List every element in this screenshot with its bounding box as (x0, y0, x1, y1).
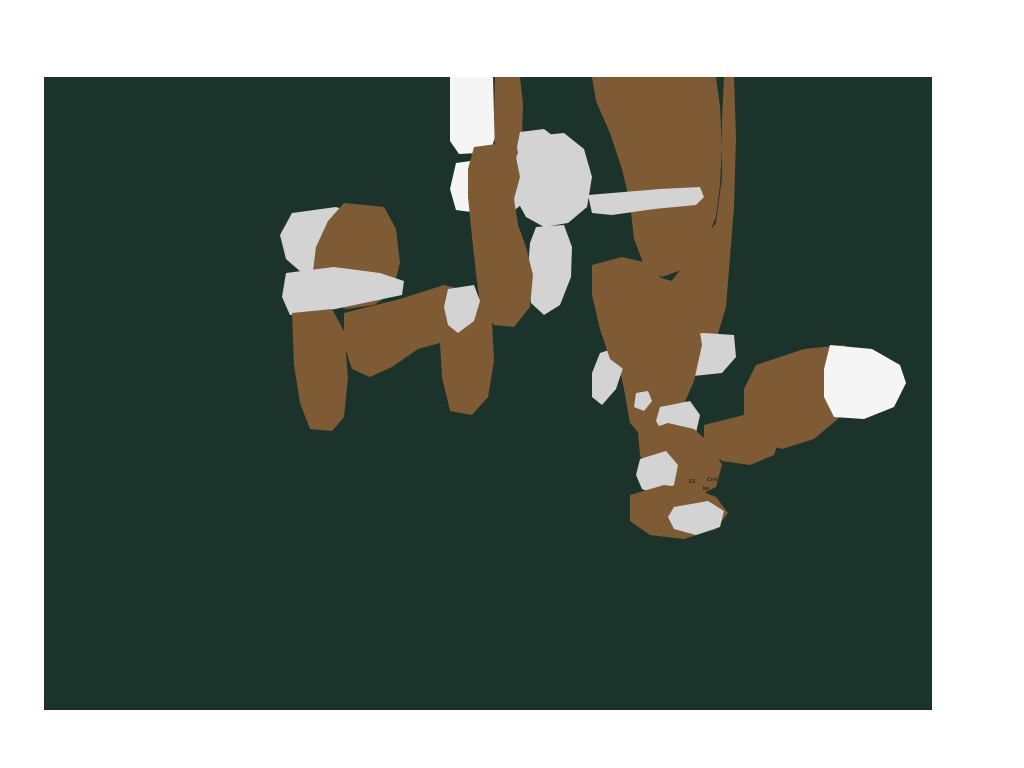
map-label-2: ka (703, 486, 709, 492)
region-poland-brown[interactable] (592, 77, 722, 277)
region-balkans-brown[interactable] (592, 257, 668, 371)
region-tyrrhenian-gray[interactable] (634, 391, 652, 411)
region-iberia-band-gray[interactable] (282, 267, 404, 315)
region-greece-gray[interactable] (636, 451, 678, 495)
map-canvas[interactable]: Ell Cret ka (44, 77, 932, 710)
region-britain-white[interactable] (450, 77, 495, 154)
map-label-1: Cret (707, 477, 718, 483)
region-germany-brown[interactable] (468, 143, 533, 327)
region-corsica-gray[interactable] (444, 285, 480, 333)
landmass-group (280, 77, 906, 539)
region-alps-gray[interactable] (528, 225, 572, 315)
region-central-europe-gray[interactable] (514, 133, 592, 227)
map-panel[interactable]: Ell Cret ka (44, 77, 932, 710)
region-turkey-white[interactable] (824, 345, 906, 419)
region-crete-gray[interactable] (668, 501, 724, 535)
map-label-0: Ell (689, 479, 696, 485)
region-iberia-leg-left-brown[interactable] (292, 309, 348, 431)
region-baltic-gray[interactable] (588, 187, 704, 215)
map-labels-group: Ell Cret ka (689, 477, 718, 492)
